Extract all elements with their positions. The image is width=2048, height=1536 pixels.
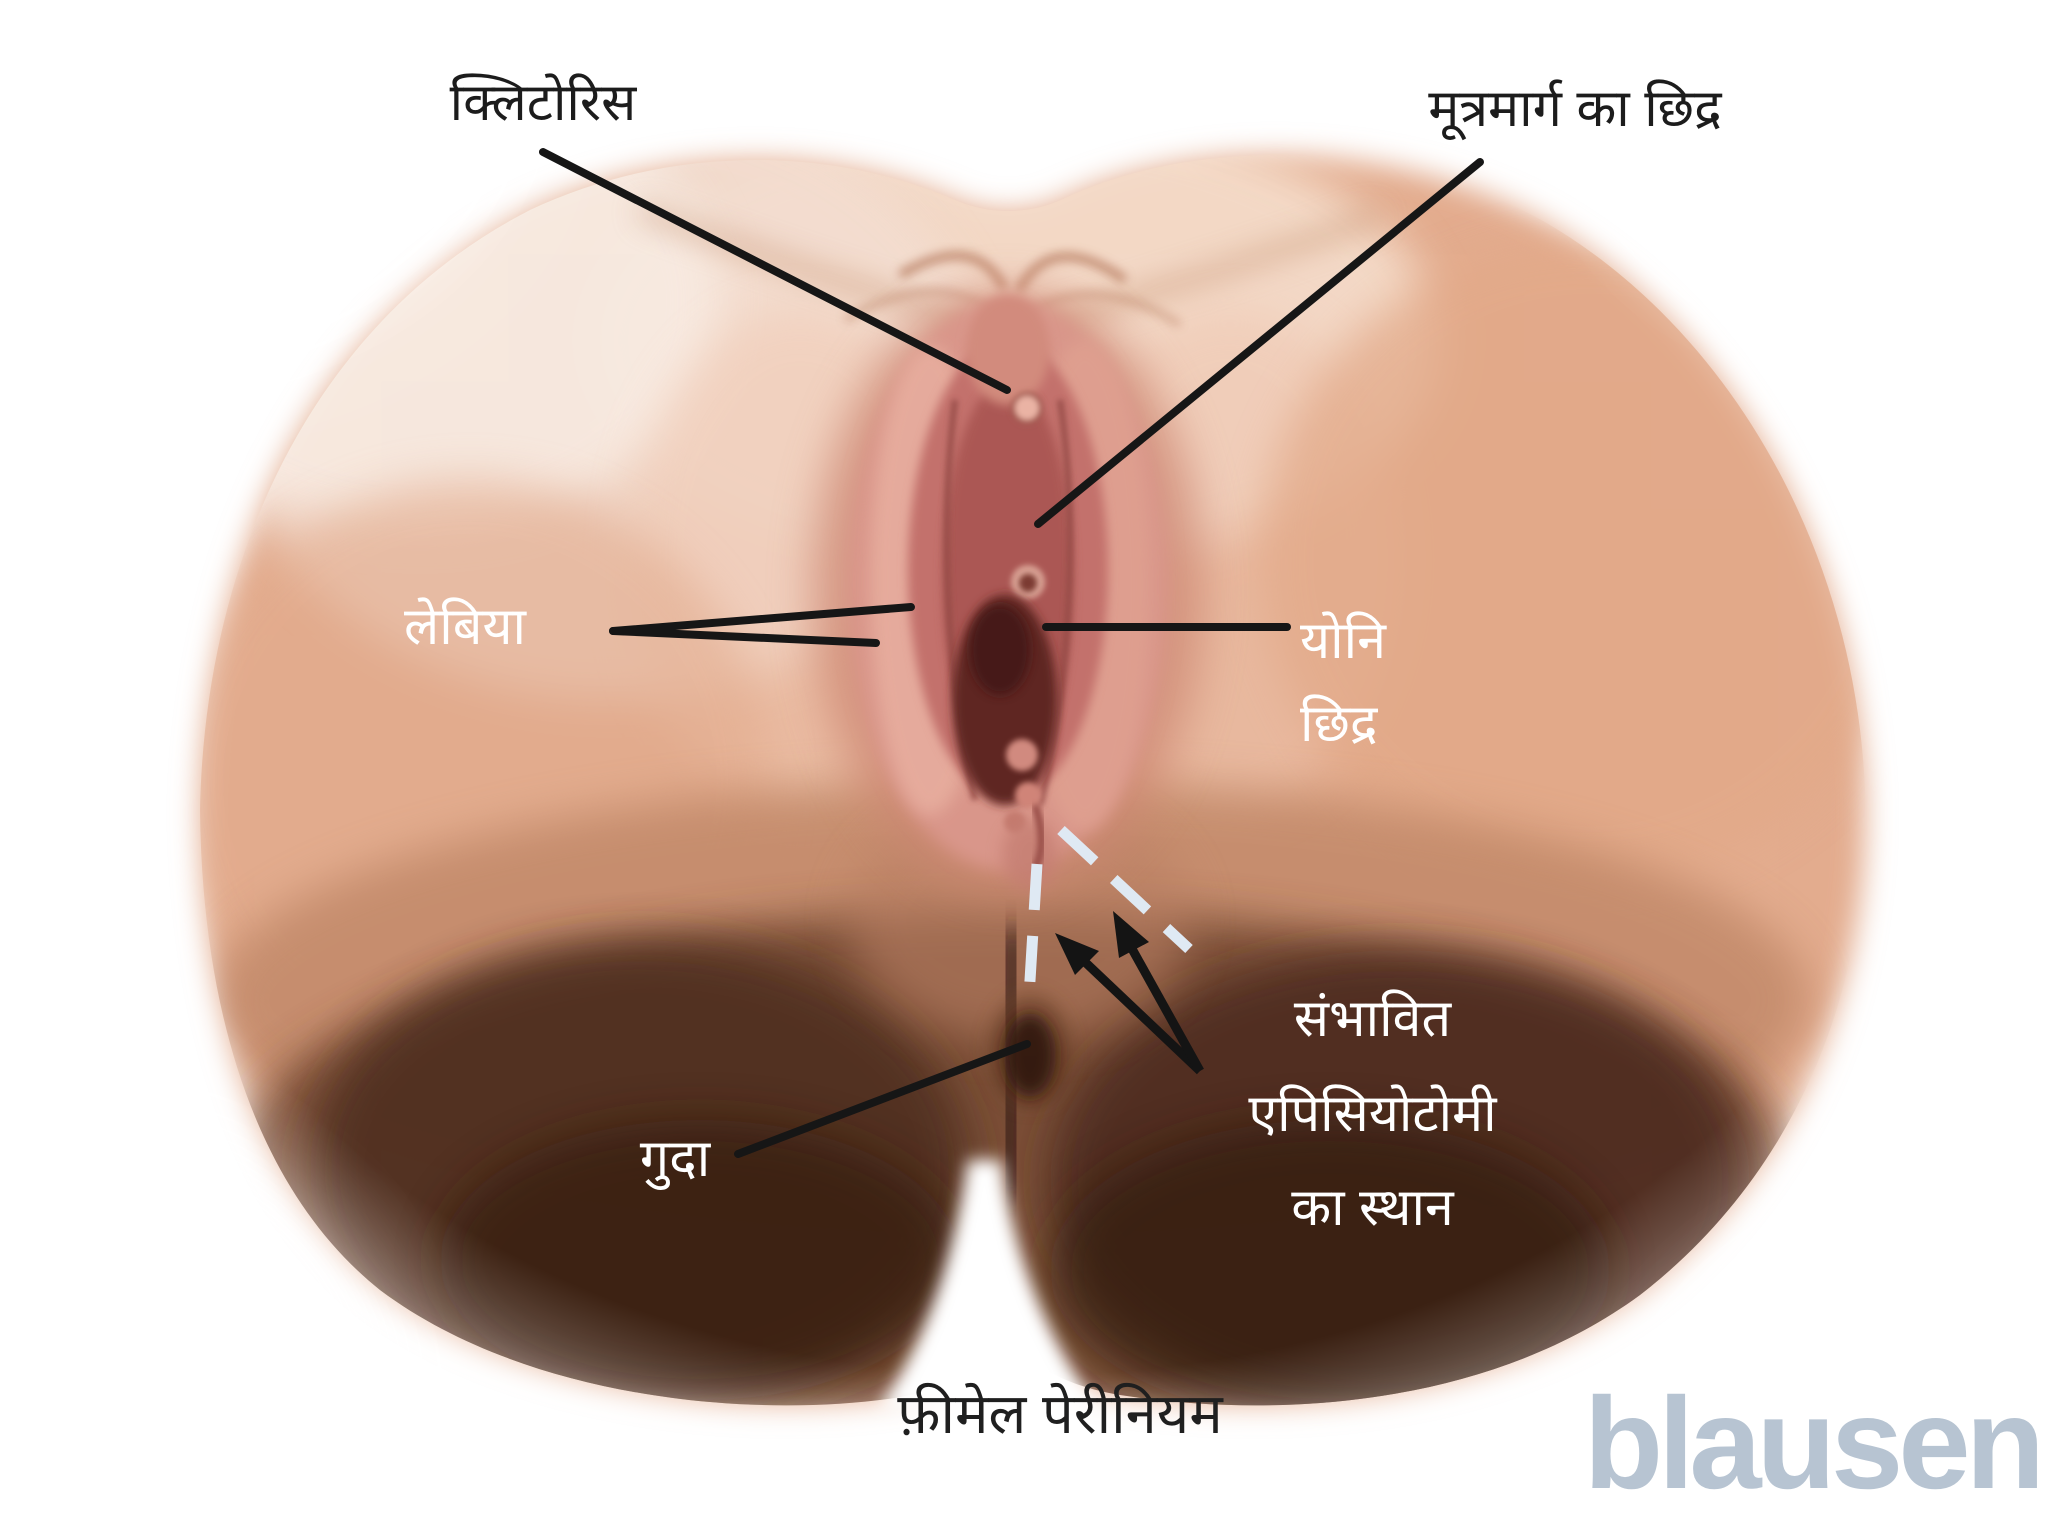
label-urethral-opening: मूत्रमार्ग का छिद्र: [1428, 80, 1722, 138]
episiotomy-arrow-1-head: [1055, 933, 1099, 975]
figure-caption: फ़ीमेल पेरीनियम: [897, 1382, 1223, 1445]
blausen-watermark: blausen: [1583, 1370, 2045, 1516]
episiotomy-arrow-2-shaft: [1127, 944, 1204, 1074]
episiotomy-midline-dash: [1023, 863, 1043, 998]
label-episiotomy-site: संभावित एपिसियोटोमी का स्थान: [1248, 990, 1497, 1238]
labia-callout-line-upper: [609, 603, 915, 635]
labia-callout-line-lower: [609, 627, 880, 647]
episiotomy-arrow-2-head: [1113, 911, 1149, 958]
episiotomy-mediolateral-dash: [1057, 825, 1193, 954]
clitoris-callout-line: [539, 148, 1011, 394]
label-labia: लेबिया: [403, 598, 527, 656]
urethra-callout-line: [1034, 158, 1484, 528]
label-vaginal-opening: योनि छिद्र: [1300, 612, 1386, 754]
anus-callout-line: [734, 1040, 1031, 1158]
label-clitoris: क्लिटोरिस: [449, 74, 637, 132]
episiotomy-arrow-1-shaft: [1081, 958, 1204, 1075]
episiotomy-arrows: [1055, 911, 1204, 1075]
callout-lines: [539, 148, 1484, 1158]
label-anus: गुदा: [639, 1130, 711, 1188]
episiotomy-dashed-lines: [1023, 825, 1193, 998]
